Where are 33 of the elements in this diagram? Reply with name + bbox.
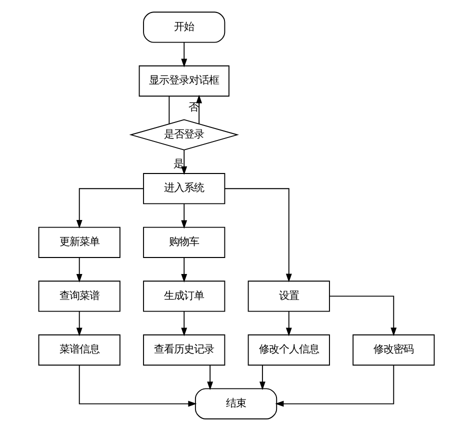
arrow [196, 94, 202, 124]
edge-label: 是 [173, 158, 184, 170]
node-box: 修改个人信息 [248, 334, 330, 366]
arrow [275, 364, 394, 407]
node-box: 开始 [143, 12, 226, 43]
arrow [78, 364, 197, 407]
edge-label: 否 [188, 101, 198, 114]
node-box: 设置 [248, 280, 330, 312]
arrow [207, 364, 214, 390]
arrow [329, 296, 397, 336]
arrow [76, 188, 144, 229]
arrow [259, 364, 266, 390]
arrow [181, 311, 188, 336]
arrow [76, 311, 82, 336]
node-diamond: 是否登录 [129, 119, 239, 150]
node-box: 更新菜单 [38, 226, 120, 258]
arrow [181, 203, 188, 229]
arrow [224, 188, 292, 282]
arrow [286, 311, 292, 336]
arrow [181, 257, 188, 282]
arrow [181, 42, 188, 68]
arrow [76, 257, 82, 282]
node-box: 进入系统 [143, 173, 226, 204]
node-box: 修改密码 [352, 334, 435, 366]
node-box: 查看历史记录 [143, 334, 226, 366]
connector [168, 96, 170, 124]
node-box: 生成订单 [143, 280, 226, 312]
node-box: 查询菜谱 [38, 280, 120, 312]
node-box: 结束 [194, 388, 278, 420]
arrow [181, 150, 188, 175]
node-box: 显示登录对话框 [138, 65, 230, 97]
node-box: 菜谱信息 [38, 334, 120, 366]
node-box: 购物车 [143, 226, 226, 258]
